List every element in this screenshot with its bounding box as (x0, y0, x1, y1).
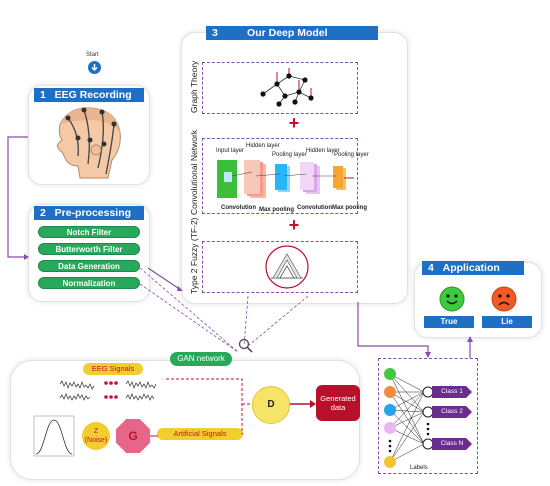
noise-input: Z (Noise) (82, 422, 110, 450)
cnn-architecture-graphic (217, 160, 354, 198)
start-button[interactable] (88, 61, 101, 74)
artificial-signals-label: Artificial Signals (157, 428, 243, 440)
eeg-signals-label: EEG Signals (83, 363, 143, 375)
cnn-op-label-2: Max pooling (259, 207, 294, 213)
data-generation-step: Data Generation (38, 260, 140, 272)
cnn-op-label-4: Max pooling (332, 205, 367, 211)
application-title: Application (442, 262, 500, 274)
arrow-down-icon (91, 64, 98, 71)
cnn-box (202, 138, 358, 214)
class-1-label: Class 1 (432, 386, 472, 398)
application-header: 4 Application (422, 261, 524, 275)
gan-network-label: GAN network (170, 352, 232, 366)
plus-icon-1: + (288, 113, 300, 133)
generated-data-box: Generated data (316, 385, 360, 421)
deep-model-header: 3 Our Deep Model (206, 26, 378, 40)
cnn-op-label-3: Convolution (297, 205, 332, 211)
notch-filter-step: Notch Filter (38, 226, 140, 238)
lie-label: Lie (482, 316, 532, 328)
deep-model-title: Our Deep Model (247, 27, 328, 39)
graph-theory-box (202, 62, 358, 114)
normalization-step: Normalization (38, 277, 140, 289)
start-label: Start (86, 52, 99, 58)
noise-distribution-plot (33, 415, 75, 457)
fuzzy-box (202, 241, 358, 293)
true-label: True (424, 316, 474, 328)
cnn-layer-label-5: Pooling layer (334, 152, 369, 158)
preprocessing-title: Pre-processing (54, 207, 132, 219)
preprocessing-header: 2 Pre-processing (34, 206, 144, 220)
cnn-layer-label-4: Hidden layer (306, 148, 340, 154)
head-with-electrodes-image (57, 107, 121, 179)
labels-text: Labels (410, 465, 428, 471)
generator-node: G (116, 419, 150, 453)
generator-label: G (128, 429, 138, 443)
discriminator-label: D (267, 399, 275, 410)
cnn-layer-label-1: Input layer (216, 148, 245, 154)
sad-face-icon (491, 286, 517, 312)
cnn-layer-label-2: Hidden layer (246, 143, 280, 149)
generated-data-label: Generated data (320, 394, 356, 412)
eeg-recording-title: EEG Recording (54, 89, 132, 101)
classifier-network (384, 368, 434, 468)
eeg-recording-header: 1 EEG Recording (34, 88, 144, 102)
graph-network-icon (260, 68, 314, 107)
class-2-label: Class 2 (432, 406, 472, 418)
plus-icon-2: + (288, 215, 300, 235)
butterworth-filter-step: Butterworth Filter (38, 243, 140, 255)
noise-label: Z (Noise) (84, 428, 108, 444)
happy-face-icon (439, 286, 465, 312)
cnn-layer-label-3: Pooling layer (272, 152, 307, 158)
fuzzy-membership-icon (265, 245, 309, 289)
class-n-label: Class N (432, 438, 472, 450)
discriminator-node: D (252, 386, 290, 424)
eeg-waveforms (59, 380, 157, 401)
cnn-op-label-1: Convolution (221, 205, 256, 211)
